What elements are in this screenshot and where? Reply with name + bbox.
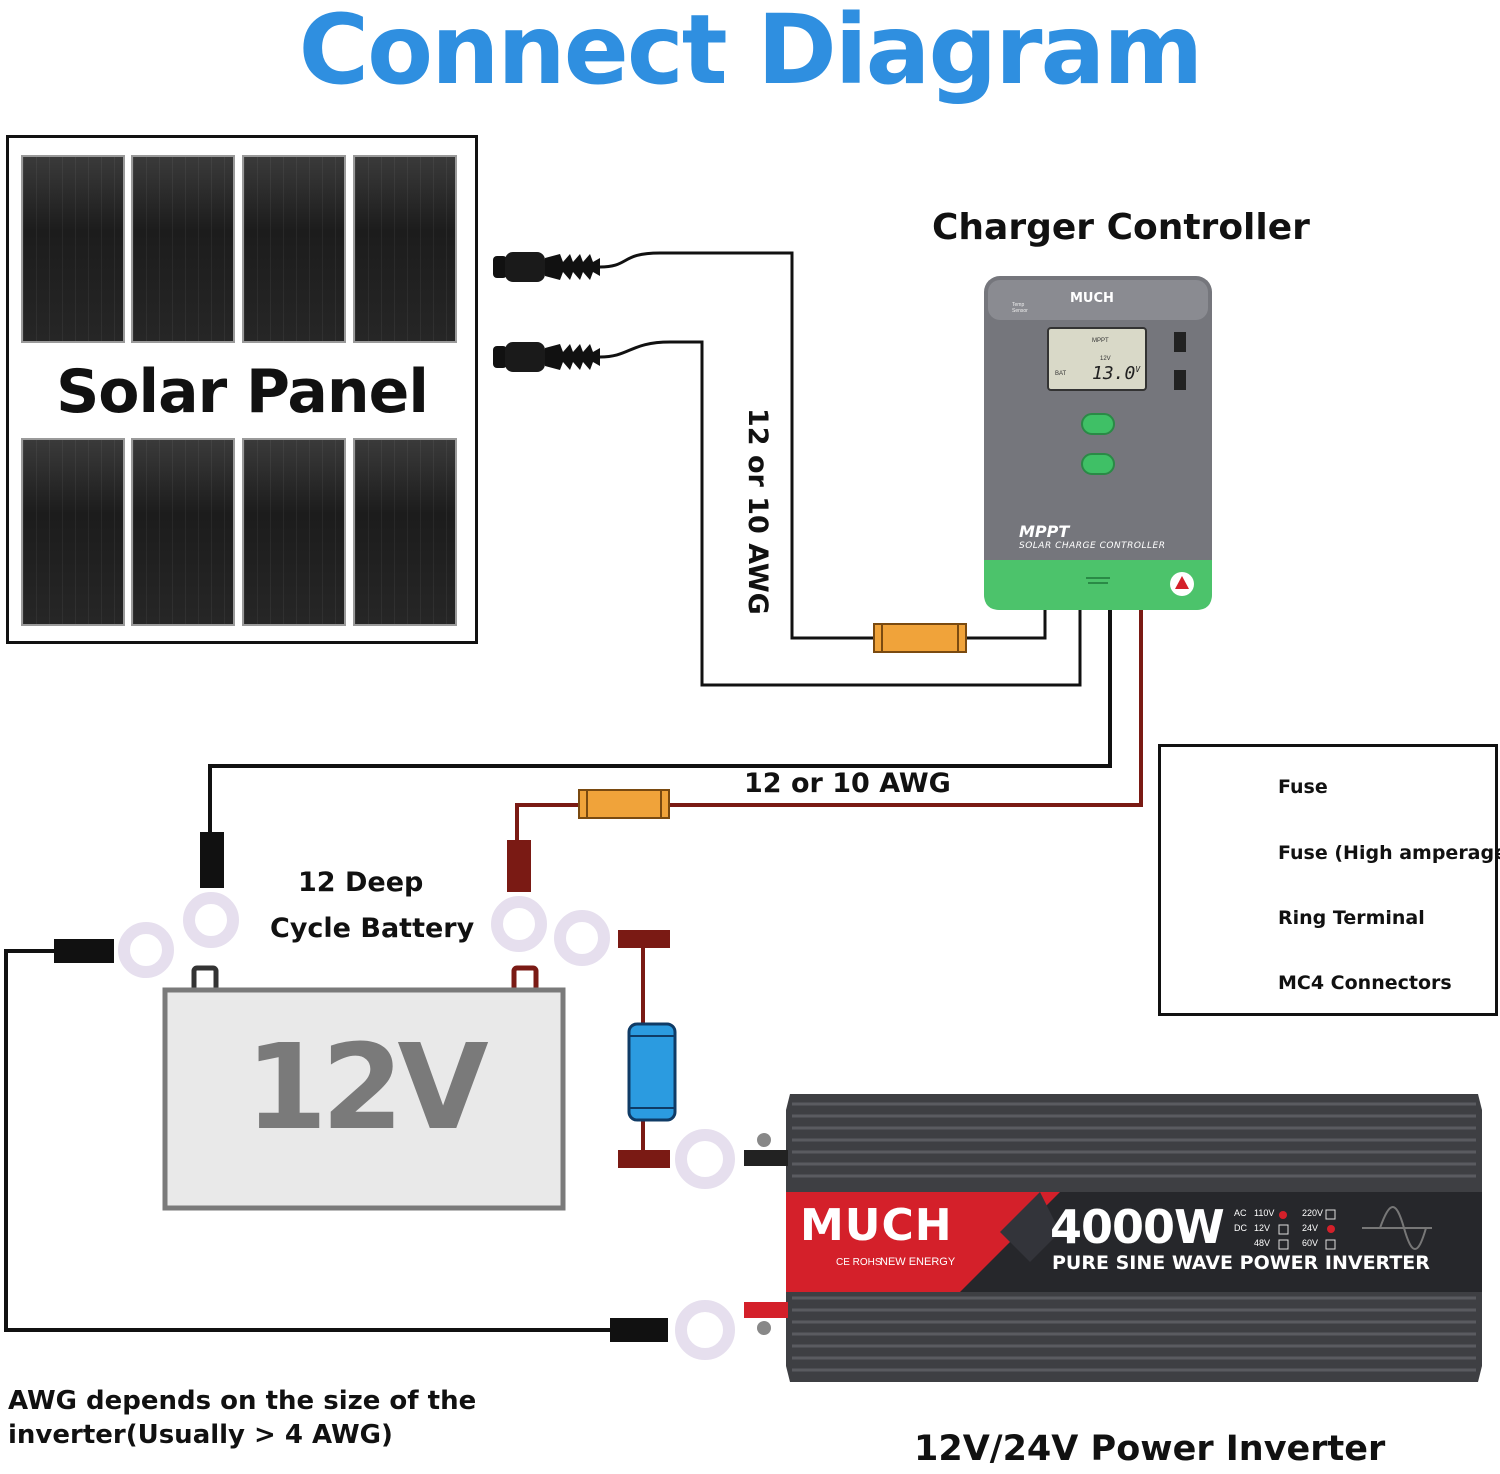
awg-note-line1: AWG depends on the size of the [8, 1386, 477, 1416]
lcd-bat: BAT [1055, 371, 1067, 377]
lcd-reading: 13.0V [1092, 363, 1141, 384]
lcd-voltage: 12V [1100, 356, 1111, 362]
legend-item-mc4: MC4 Connectors [1278, 972, 1452, 994]
solar-panel-module [131, 155, 235, 343]
solar-panel-array: Solar Panel [6, 135, 478, 644]
solar-panel-module [131, 438, 235, 626]
battery-label-line2: Cycle Battery [270, 913, 475, 944]
inverter-power: 4000W [1050, 1200, 1225, 1254]
spec-220v: 220V [1302, 1208, 1324, 1218]
solar-panel-label: Solar Panel [56, 357, 429, 427]
high-amp-fuse [627, 1022, 677, 1122]
legend-item-ring-terminal: Ring Terminal [1278, 907, 1425, 929]
charge-controller [984, 276, 1212, 610]
controller-subtitle: SOLAR CHARGE CONTROLLER [1019, 541, 1166, 551]
lcd-mode: MPPT [1092, 338, 1109, 344]
legend [1158, 744, 1498, 1016]
inverter-certifications: CE ROHS [836, 1257, 882, 1268]
ring-terminal [554, 910, 610, 966]
battery-label-line1: 12 Deep [298, 867, 424, 898]
solar-panel-module [353, 155, 457, 343]
spec-48v: 48V [1254, 1238, 1271, 1248]
spec-60v: 60V [1302, 1238, 1319, 1248]
inverter-brand: MUCH [800, 1200, 953, 1251]
inverter-description: PURE SINE WAVE POWER INVERTER [1052, 1252, 1430, 1274]
ring-terminal-lead [507, 840, 531, 892]
power-inverter [744, 1094, 1482, 1382]
solar-panel-module [242, 438, 346, 626]
ring-terminal-lead [200, 832, 224, 888]
legend-item-high-amp-fuse: Fuse (High amperage) [1278, 842, 1500, 864]
controller-brand: MUCH [1070, 291, 1114, 306]
legend-item-fuse: Fuse [1278, 776, 1328, 798]
controller-model: MPPT [1019, 522, 1070, 541]
page-title: Connect Diagram [298, 0, 1204, 106]
ring-terminal [183, 892, 239, 948]
awg-note-line2: inverter(Usually > 4 AWG) [8, 1420, 393, 1450]
spec-dc: DC [1234, 1223, 1247, 1233]
ring-terminal [491, 896, 547, 952]
temp-sensor-label: Temp Sensor [1012, 302, 1028, 314]
solar-panel-module [353, 438, 457, 626]
controller-heading: Charger Controller [932, 207, 1310, 248]
mc4-connector-icon [493, 342, 600, 372]
ring-terminal [675, 1300, 735, 1360]
spec-24v: 24V [1302, 1223, 1319, 1233]
spec-ac: AC [1234, 1208, 1247, 1218]
spec-12v: 12V [1254, 1223, 1271, 1233]
solar-panel-module [21, 155, 125, 343]
inverter-caption: 12V/24V Power Inverter [914, 1429, 1386, 1469]
wire-label-battery: 12 or 10 AWG [744, 768, 951, 799]
ring-terminal [118, 922, 174, 978]
spec-110v: 110V [1254, 1208, 1275, 1218]
fuse [873, 623, 967, 653]
mc4-connector-icon [493, 252, 600, 282]
ring-terminal [675, 1129, 735, 1189]
battery-voltage: 12V [245, 1018, 489, 1156]
inverter-tagline: NEW ENERGY [880, 1256, 956, 1268]
wire-label-solar: 12 or 10 AWG [742, 408, 773, 615]
battery [162, 965, 566, 1211]
solar-panel-module [242, 155, 346, 343]
fuse [578, 789, 670, 819]
solar-panel-module [21, 438, 125, 626]
